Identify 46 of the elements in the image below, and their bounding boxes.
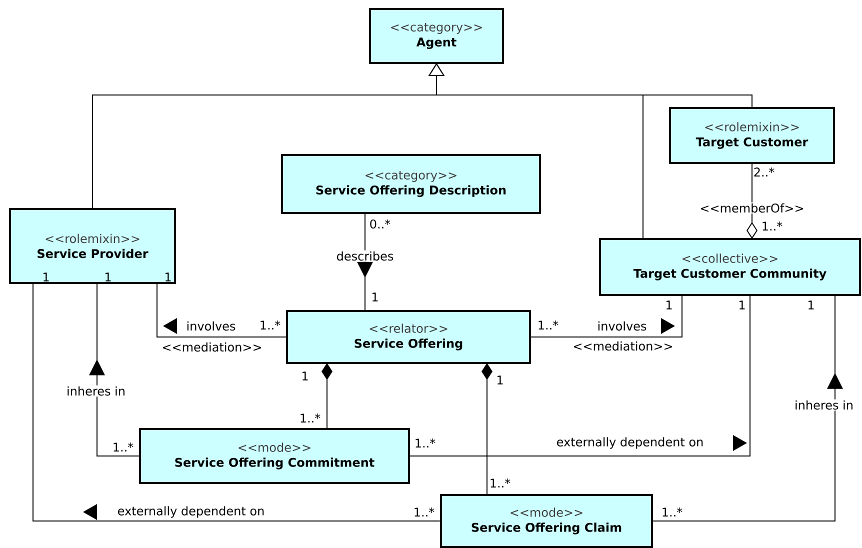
- multiplicity-label: 1: [44, 272, 49, 282]
- multiplicity-label: 1..*: [762, 222, 782, 230]
- connector: [322, 363, 332, 430]
- multiplicity-label: 1: [498, 376, 503, 384]
- multiplicity-label: <<mediation>>: [163, 342, 262, 352]
- multiplicity-label: 1..*: [114, 442, 134, 452]
- multiplicity-label: 1..*: [414, 508, 434, 516]
- class-box: <<mode>> Service Offering Commitment: [139, 428, 410, 484]
- multiplicity-label: 2..*: [754, 168, 774, 176]
- multiplicity-label: 1..*: [260, 320, 280, 330]
- edge-label: externally dependent on: [116, 505, 266, 519]
- multiplicity-label: 1: [372, 292, 378, 302]
- connector: [530, 294, 682, 338]
- edge-label: externally dependent on: [555, 436, 705, 450]
- connector: [357, 212, 373, 312]
- edge-label: involves: [596, 320, 648, 332]
- multiplicity-label: 0..*: [370, 219, 390, 229]
- connector: [428, 63, 752, 108]
- edge-label: <<memberOf>>: [698, 202, 806, 214]
- multiplicity-label: <<mediation>>: [574, 341, 672, 351]
- class-box: <<category>> Service Offering Description: [281, 154, 541, 214]
- class-box: <<category>> Agent: [369, 8, 504, 64]
- multiplicity-label: 1: [740, 300, 745, 310]
- multiplicity-label: 1..*: [662, 508, 682, 516]
- multiplicity-label: 1: [666, 300, 672, 310]
- connector: [652, 294, 843, 522]
- multiplicity-label: 1: [106, 272, 111, 282]
- multiplicity-label: 1..*: [490, 478, 510, 488]
- edge-label: describes: [335, 250, 395, 262]
- class-box: <<mode>> Service Offering Claim: [440, 494, 653, 548]
- edge-label: inheres in: [794, 399, 854, 411]
- class-box: <<rolemixin>> Target Customer: [669, 107, 835, 164]
- connector: [408, 294, 750, 456]
- connector: [32, 282, 442, 522]
- multiplicity-label: 1..*: [538, 320, 558, 330]
- class-box: <<collective>> Target Customer Community: [599, 238, 861, 296]
- edge-label: inheres in: [66, 385, 126, 397]
- connector: [156, 282, 288, 338]
- multiplicity-label: 1..*: [300, 414, 320, 422]
- multiplicity-label: 1..*: [416, 438, 436, 448]
- connector: [746, 162, 758, 239]
- multiplicity-label: 1: [166, 272, 171, 282]
- connector: [89, 282, 140, 456]
- class-box: <<relator>> Service Offering: [286, 310, 531, 364]
- connector: [482, 363, 492, 496]
- edge-label: involves: [185, 320, 237, 332]
